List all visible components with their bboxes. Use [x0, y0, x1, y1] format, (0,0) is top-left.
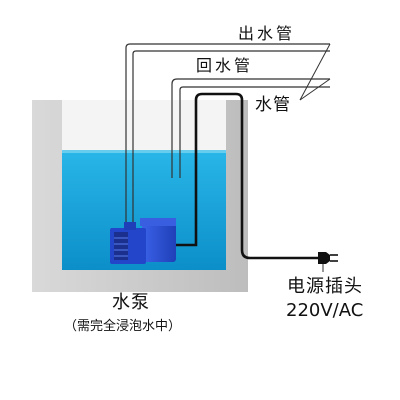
outlet-pipe-label: 出水管 — [238, 24, 296, 43]
water-pump-icon — [110, 218, 176, 264]
water-surface — [62, 150, 226, 153]
pump-back — [142, 222, 176, 262]
tank-wall — [32, 100, 248, 292]
pump-top — [140, 218, 176, 226]
return-pipe — [171, 78, 330, 178]
pump-grille — [114, 232, 128, 260]
power-plug-label: 电源插头 — [287, 276, 363, 297]
pump-cable — [176, 92, 318, 260]
return-pipe-label: 回水管 — [196, 56, 254, 75]
power-plug-icon — [318, 252, 338, 272]
outlet-pipe — [125, 43, 330, 232]
pipe-leader-lines — [299, 43, 331, 101]
pump-outlet-nozzle — [124, 222, 136, 230]
pipe-label: 水管 — [255, 95, 291, 115]
pump-note-label: （需完全浸泡水中） — [64, 319, 182, 334]
pump-label: 水泵 — [112, 292, 150, 313]
pump-grille-lines — [114, 237, 128, 257]
voltage-label: 220V/AC — [286, 300, 364, 321]
